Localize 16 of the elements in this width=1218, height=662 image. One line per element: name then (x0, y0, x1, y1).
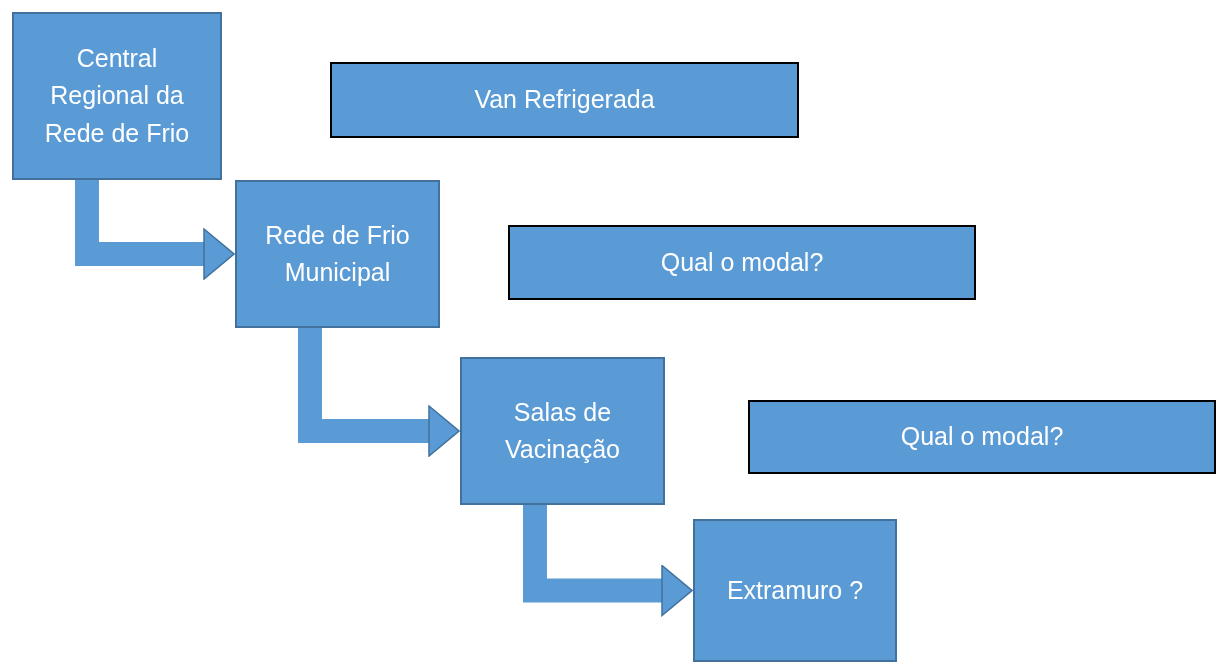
process-box (693, 519, 897, 662)
process-box (748, 400, 1216, 474)
process-box (330, 62, 799, 138)
box-label: Central Regional da Rede de Frio (43, 42, 191, 149)
process-box (235, 180, 440, 328)
process-box (12, 12, 222, 180)
box-label: Salas de Vacinação (504, 396, 621, 465)
box-label: Extramuro ? (726, 574, 864, 606)
box-label: Rede de Frio Municipal (264, 219, 411, 288)
bent-arrow (298, 328, 460, 457)
process-box (508, 225, 976, 300)
box-label: Van Refrigerada (474, 84, 655, 116)
process-box (460, 357, 665, 505)
box-label: Qual o modal? (660, 246, 824, 278)
bent-arrow (523, 505, 693, 617)
box-label: Qual o modal? (900, 421, 1064, 453)
